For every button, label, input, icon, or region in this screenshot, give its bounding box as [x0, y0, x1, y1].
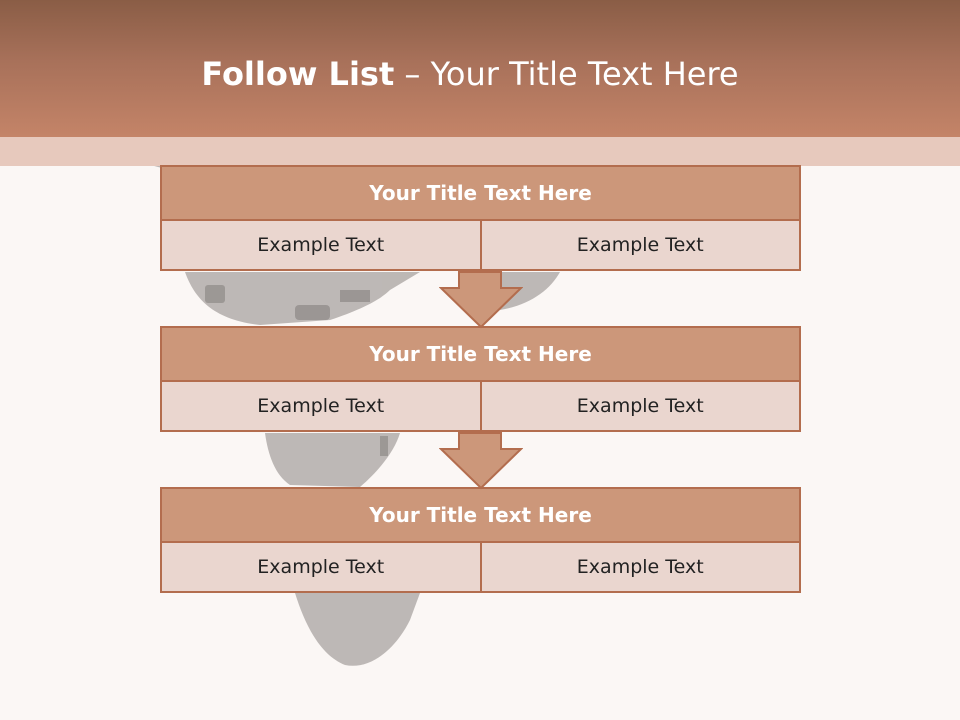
- block-row: Example Text Example Text: [160, 221, 801, 271]
- block-row: Example Text Example Text: [160, 382, 801, 432]
- title-bar: Follow List – Your Title Text Here: [0, 0, 960, 137]
- slide-title: Follow List – Your Title Text Here: [0, 55, 940, 93]
- list-block-1: Your Title Text Here Example Text Exampl…: [160, 165, 801, 271]
- block-row: Example Text Example Text: [160, 543, 801, 593]
- block-cell-left: Example Text: [160, 543, 482, 593]
- block-cell-right: Example Text: [481, 382, 801, 432]
- block-cell-right: Example Text: [481, 221, 801, 271]
- block-title: Your Title Text Here: [160, 165, 801, 221]
- slide-title-bold: Follow List: [201, 55, 395, 93]
- header-band: [0, 137, 960, 166]
- block-title: Your Title Text Here: [160, 487, 801, 543]
- block-cell-left: Example Text: [160, 382, 482, 432]
- block-title: Your Title Text Here: [160, 326, 801, 382]
- down-arrow-icon: [439, 432, 523, 490]
- block-cell-left: Example Text: [160, 221, 482, 271]
- slide-title-rest: – Your Title Text Here: [394, 55, 739, 93]
- block-cell-right: Example Text: [481, 543, 801, 593]
- list-block-2: Your Title Text Here Example Text Exampl…: [160, 326, 801, 432]
- down-arrow-icon: [439, 271, 523, 329]
- list-block-3: Your Title Text Here Example Text Exampl…: [160, 487, 801, 593]
